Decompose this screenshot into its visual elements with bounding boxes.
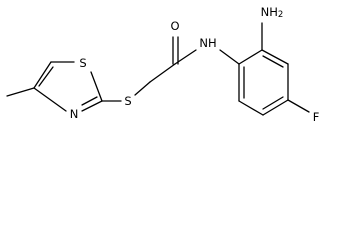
bond-c2-n3: [81, 100, 103, 112]
bond-n3-c4: [33, 87, 67, 112]
bond-c4-c5-inner: [38, 66, 54, 87]
bond-ar-c5-c6: [238, 100, 264, 116]
bond-ar-c2-c3-inner: [262, 55, 284, 68]
bond-c2-n3-inner: [81, 96, 98, 106]
thioether-sulfur-label: S: [124, 94, 131, 108]
carbonyl-oxygen-label: O: [170, 19, 179, 33]
bonds: [6, 22, 310, 116]
bond-s-ch2: [134, 81, 151, 96]
bond-nh-c1: [219, 49, 240, 65]
bond-ar-c1-c2: [238, 49, 263, 65]
bond-ar-f: [287, 99, 310, 113]
bond-s1-c2: [90, 71, 103, 102]
bond-ch2-co: [149, 63, 176, 83]
bond-c4-c5: [33, 61, 52, 89]
bond-ar-c4-c5: [262, 99, 289, 116]
bond-ar-c2-c3: [261, 49, 289, 65]
molecule-diagram: NH2 NH O S S N F: [6, 5, 320, 124]
atom-labels: NH2 NH O S S N F: [70, 5, 320, 124]
ring-sulfur-label: S: [79, 56, 86, 70]
bond-co-nh: [174, 49, 197, 65]
amino-group-label: NH2: [261, 5, 284, 20]
amide-nh-label: NH: [199, 36, 216, 50]
ring-nitrogen-label: N: [70, 107, 79, 121]
fluorine-label: F: [313, 110, 320, 124]
bond-methyl-c4: [6, 87, 35, 97]
bond-ar-c4-c5-inner: [262, 96, 284, 110]
